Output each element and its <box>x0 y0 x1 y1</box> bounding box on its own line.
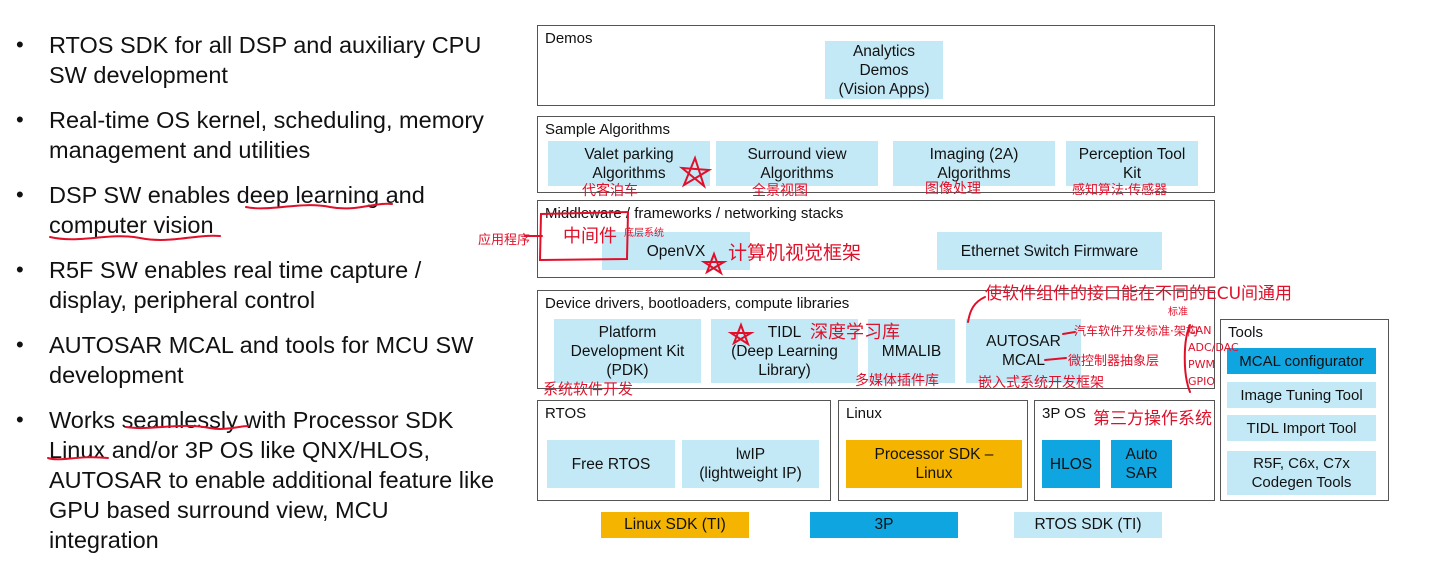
demos-title: Demos <box>545 30 593 47</box>
note-app: 应用程序 <box>478 233 531 248</box>
legend-3p: 3P <box>810 512 958 538</box>
imaging-2a-box: Imaging (2A) Algorithms <box>893 141 1055 186</box>
bullet-text: AUTOSAR MCAL and tools for MCU SW develo… <box>49 332 474 388</box>
bullet-item: • DSP SW enables deep learning and comput… <box>14 180 529 240</box>
analytics-demos-box: Analytics Demos (Vision Apps) <box>825 41 943 99</box>
autosar-3p-box: Auto SAR <box>1111 440 1172 488</box>
device-drivers-title: Device drivers, bootloaders, compute lib… <box>545 295 850 312</box>
note-ecu: 使软件组件的接口能在不同的ECU间通用 <box>985 284 1293 304</box>
linux-title: Linux <box>846 405 882 422</box>
bullet-text: RTOS SDK for all DSP and auxiliary CPU S… <box>49 32 482 88</box>
bullet-marker: • <box>16 332 24 357</box>
bullet-marker: • <box>16 107 24 132</box>
bullet-text: R5F SW enables real time capture / displ… <box>49 257 422 313</box>
bullet-item: • Works seamlessly with Processor SDK Lin… <box>14 405 529 555</box>
bullet-marker: • <box>16 182 24 207</box>
lwip-box: lwIP (lightweight IP) <box>682 440 819 488</box>
note-mcal: 微控制器抽象层 <box>1068 354 1160 369</box>
image-tuning-tool-item: Image Tuning Tool <box>1227 382 1376 408</box>
bullet-item: • Real-time OS kernel, scheduling, memory… <box>14 105 529 165</box>
ethernet-switch-firmware-box: Ethernet Switch Firmware <box>937 232 1162 270</box>
hlos-box: HLOS <box>1042 440 1100 488</box>
bullet-text: Works seamlessly with Processor SDK Linu… <box>49 407 495 553</box>
note-embedded: 嵌入式系统开发框架 <box>978 375 1104 391</box>
sample-algorithms-title: Sample Algorithms <box>545 121 671 138</box>
surround-view-box: Surround view Algorithms <box>716 141 878 186</box>
note-imaging: 图像处理 <box>925 181 981 197</box>
bullet-list: • RTOS SDK for all DSP and auxiliary CPU … <box>14 30 529 570</box>
note-os-small: 底层系统 <box>624 228 664 239</box>
bullet-marker: • <box>16 32 24 57</box>
note-standard: 标准 <box>1168 307 1188 318</box>
free-rtos-box: Free RTOS <box>547 440 675 488</box>
note-surround: 全景视图 <box>752 183 808 199</box>
middleware-title: Middleware / frameworks / networking sta… <box>545 205 844 222</box>
note-peripherals: CAN ADC/DAC PWM GPIO <box>1188 324 1239 388</box>
codegen-tools-item: R5F, C6x, C7x Codegen Tools <box>1227 451 1376 495</box>
note-mmalib: 多媒体插件库 <box>855 373 939 389</box>
pdk-box: Platform Development Kit (PDK) <box>554 319 701 383</box>
bullet-text: DSP SW enables deep learning and compute… <box>49 182 425 238</box>
note-middleware: 中间件 <box>563 226 617 247</box>
legend-rtos-sdk: RTOS SDK (TI) <box>1014 512 1162 538</box>
bullet-item: • RTOS SDK for all DSP and auxiliary CPU … <box>14 30 529 90</box>
legend-linux-sdk: Linux SDK (TI) <box>601 512 749 538</box>
note-tidl: 深度学习库 <box>810 322 900 343</box>
note-autosar: 汽车软件开发标准·架构 <box>1074 324 1198 338</box>
bullet-item: • R5F SW enables real time capture / disp… <box>14 255 529 315</box>
tidl-import-tool-item: TIDL Import Tool <box>1227 415 1376 441</box>
processor-sdk-linux-box: Processor SDK – Linux <box>846 440 1022 488</box>
note-openvx: 计算机视觉框架 <box>728 242 862 264</box>
bullet-text: Real-time OS kernel, scheduling, memory … <box>49 107 484 163</box>
mcal-configurator-item: MCAL configurator <box>1227 348 1376 374</box>
autosar-mcal-box: AUTOSAR MCAL <box>966 319 1081 383</box>
note-perception: 感知算法·传感器 <box>1072 183 1168 198</box>
note-valet: 代客泊车 <box>582 183 638 199</box>
third-party-os-title: 3P OS <box>1042 405 1086 422</box>
tools-title: Tools <box>1228 324 1264 341</box>
rtos-title: RTOS <box>545 405 587 422</box>
note-pdk: 系统软件开发 <box>543 380 634 398</box>
bullet-marker: • <box>16 257 24 282</box>
mmalib-box: MMALIB <box>868 319 955 383</box>
perception-tool-kit-box: Perception Tool Kit <box>1066 141 1198 186</box>
note-third-os: 第三方操作系统 <box>1093 409 1212 429</box>
bullet-marker: • <box>16 407 24 432</box>
bullet-item: • AUTOSAR MCAL and tools for MCU SW devel… <box>14 330 529 390</box>
